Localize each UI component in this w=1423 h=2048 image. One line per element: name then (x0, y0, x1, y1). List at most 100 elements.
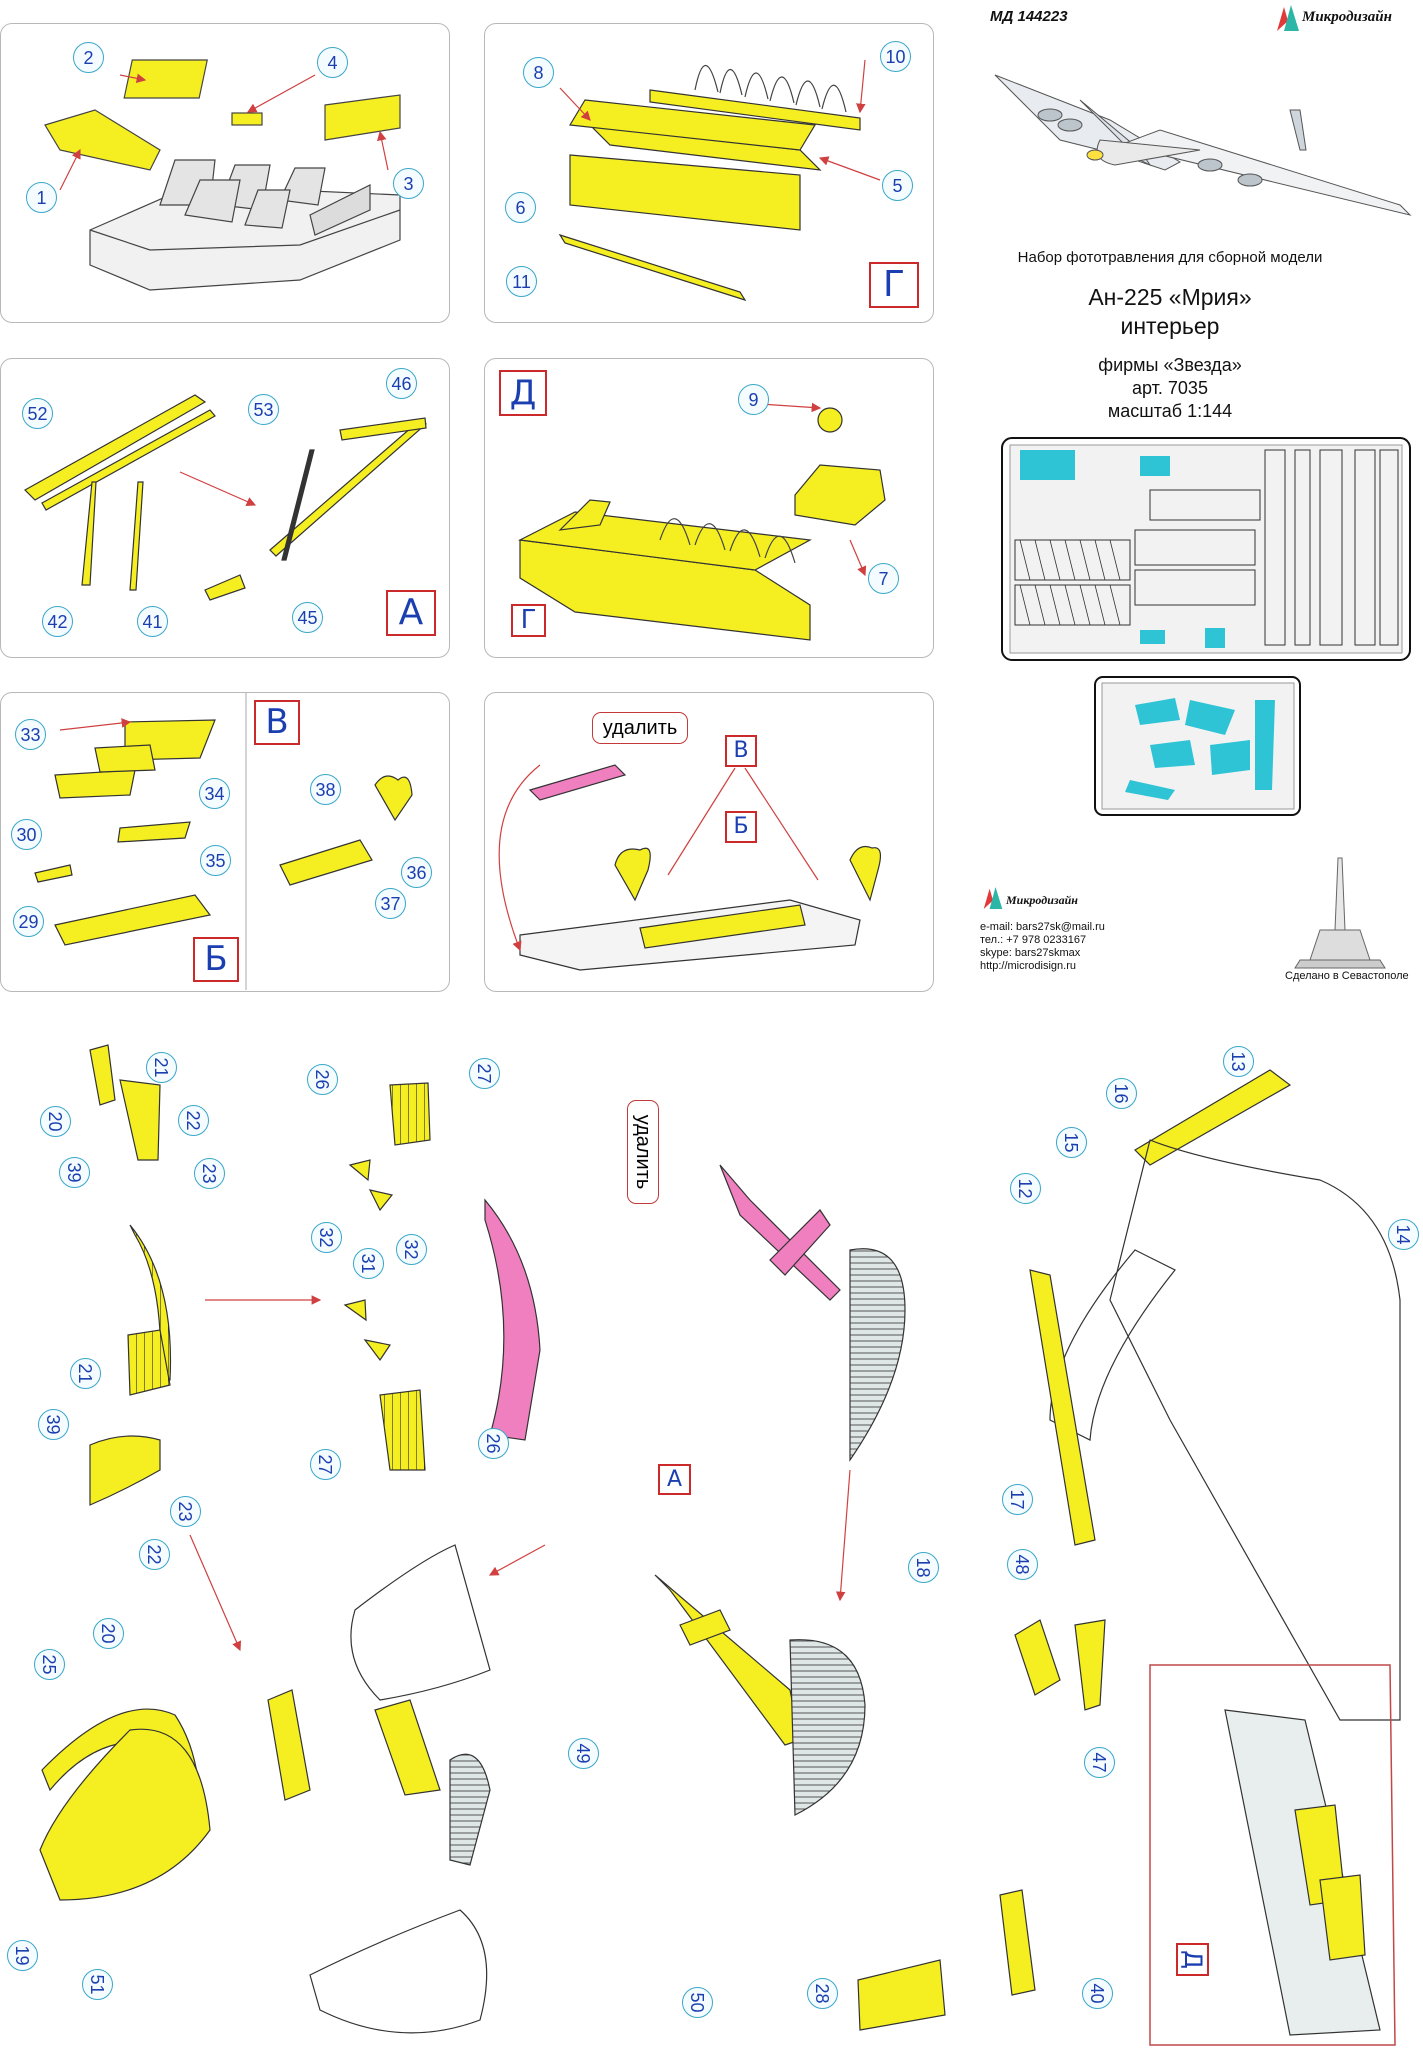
contact-block: Микродизайн e-mail: bars27sk@mail.ru тел… (980, 885, 1200, 975)
part-number-badge: 36 (401, 857, 432, 888)
section-letter-v-small: В (725, 735, 757, 767)
section-letter-d: Д (499, 370, 547, 416)
part-number-badge: 16 (1106, 1078, 1137, 1109)
brand-logo: Микродизайн (1275, 3, 1417, 33)
part-number-badge: 4 (317, 47, 348, 78)
part-number-badge: 20 (93, 1618, 124, 1649)
part-number-badge: 30 (11, 819, 42, 850)
contact-email[interactable]: e-mail: bars27sk@mail.ru (980, 921, 1105, 933)
part-number-badge: 51 (82, 1969, 113, 2000)
section-letter-g: Г (869, 262, 919, 308)
part-number-badge: 53 (248, 394, 279, 425)
manufacturer: фирмы «Звезда» (1098, 355, 1242, 375)
part-number-badge: 5 (882, 170, 913, 201)
part-number-badge: 26 (307, 1064, 338, 1095)
contact-website[interactable]: http://microdisign.ru (980, 960, 1076, 972)
contact-brand-mark-icon (983, 887, 1003, 909)
part-number-badge: 50 (682, 1987, 713, 2018)
part-number-badge: 22 (139, 1539, 170, 1570)
remove-label-main: удалить (627, 1100, 659, 1204)
part-number-badge: 9 (738, 384, 769, 415)
floor-illustration (558, 59, 881, 302)
part-number-badge: 11 (506, 266, 537, 297)
part-number-badge: 46 (386, 368, 417, 399)
part-number-badge: 32 (396, 1234, 427, 1265)
part-number-badge: 13 (1223, 1046, 1254, 1077)
part-number-badge: 7 (868, 563, 899, 594)
part-number-badge: 2 (73, 42, 104, 73)
part-number-badge: 10 (880, 41, 911, 72)
part-number-badge: 3 (393, 168, 424, 199)
part-number-badge: 27 (310, 1449, 341, 1480)
fret-sheet-large (1001, 437, 1411, 661)
part-number-badge: 45 (292, 602, 323, 633)
contact-brand: Микродизайн (1006, 893, 1078, 907)
part-number-badge: 19 (7, 1940, 38, 1971)
winch-illustration (517, 402, 886, 641)
section-letter-b-small: Б (725, 811, 757, 843)
part-number-badge: 39 (38, 1409, 69, 1440)
aircraft-illustration (994, 74, 1412, 216)
part-number-badge: 1 (26, 182, 57, 213)
section-letter-v: В (254, 700, 300, 745)
bay-illustration (498, 764, 882, 971)
part-number-badge: 33 (15, 719, 46, 750)
part-number-badge: 26 (478, 1428, 509, 1459)
part-number-badge: 52 (22, 398, 53, 429)
part-number-badge: 17 (1002, 1484, 1033, 1515)
part-number-badge: 49 (568, 1738, 599, 1769)
panel-ladders-a (0, 358, 450, 658)
brand-name: Микродизайн (1302, 9, 1392, 25)
article-number: арт. 7035 (1132, 378, 1208, 398)
part-number-badge: 21 (146, 1052, 177, 1083)
part-number-badge: 14 (1388, 1219, 1419, 1250)
cockpit-illustration (44, 59, 401, 291)
part-number-badge: 35 (200, 845, 231, 876)
section-letter-a-main: А (658, 1464, 691, 1495)
part-number-badge: 34 (199, 778, 230, 809)
part-number-badge: 32 (311, 1222, 342, 1253)
kit-subtitle: Набор фототравления для сборной модели (1017, 249, 1323, 266)
part-number-badge: 39 (59, 1157, 90, 1188)
part-number-badge: 15 (1056, 1127, 1087, 1158)
part-number-badge: 23 (194, 1158, 225, 1189)
fret-sheet-small (1094, 676, 1301, 816)
section-letter-g-small: Г (511, 604, 546, 637)
model-name: Ан-225 «Мрия» (1088, 284, 1252, 310)
contact-phone: тел.: +7 978 0233167 (980, 934, 1087, 946)
part-number-badge: 20 (40, 1106, 71, 1137)
section-letter-b: Б (193, 937, 239, 982)
part-number-badge: 47 (1084, 1747, 1115, 1778)
model-part: интерьер (1120, 313, 1220, 339)
part-number-badge: 38 (310, 774, 341, 805)
part-number-badge: 21 (70, 1358, 101, 1389)
part-number-badge: 18 (908, 1552, 939, 1583)
part-number-badge: 29 (13, 906, 44, 937)
part-number-badge: 6 (505, 192, 536, 223)
part-number-badge: 23 (170, 1496, 201, 1527)
scale: масштаб 1:144 (1107, 401, 1233, 421)
section-letter-a: А (386, 590, 436, 636)
seats-illustration (34, 692, 413, 990)
part-number-badge: 12 (1010, 1173, 1041, 1204)
part-number-badge: 41 (137, 606, 168, 637)
remove-label-panel: удалить (592, 712, 688, 744)
part-number-badge: 22 (178, 1105, 209, 1136)
product-code: МД 144223 (990, 8, 1068, 25)
part-number-badge: 42 (42, 606, 73, 637)
part-number-badge: 25 (34, 1649, 65, 1680)
brand-mark-icon (1277, 5, 1299, 31)
made-in-label: Сделано в Севастополе (1285, 970, 1409, 982)
part-number-badge: 8 (523, 57, 554, 88)
part-number-badge: 37 (375, 888, 406, 919)
monument-illustration (1294, 857, 1386, 969)
contact-skype: skype: bars27skmax (980, 947, 1081, 959)
main-assembly-illustration (39, 1044, 1401, 2046)
part-number-badge: 48 (1007, 1549, 1038, 1580)
part-number-badge: 28 (807, 1978, 838, 2009)
part-number-badge: 40 (1082, 1978, 1113, 2009)
ladders-illustration (24, 394, 427, 601)
part-number-badge: 31 (353, 1248, 384, 1279)
part-number-badge: 27 (469, 1058, 500, 1089)
